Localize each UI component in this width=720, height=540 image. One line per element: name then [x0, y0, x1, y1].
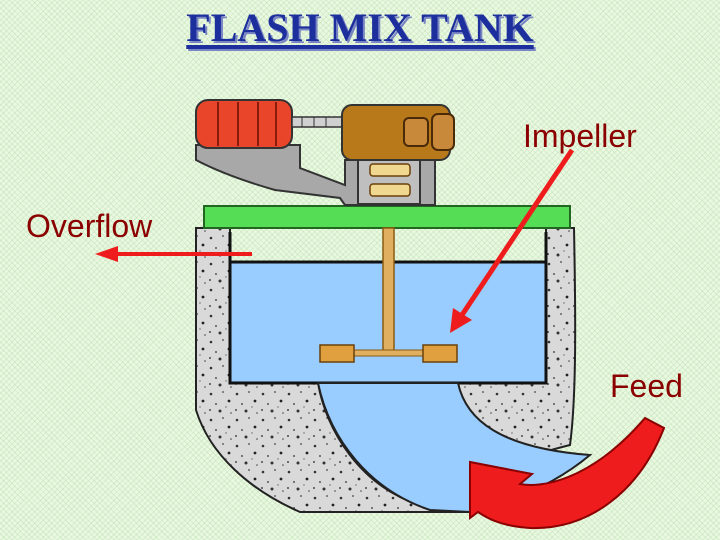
impeller-hub-bar: [351, 349, 425, 357]
impeller-label: Impeller: [523, 118, 637, 154]
feed-label: Feed: [610, 368, 683, 404]
drive-coupling: [291, 116, 343, 128]
overflow-arrowhead: [95, 246, 118, 262]
coupling-slot-top: [369, 163, 411, 177]
gearbox-window-2: [431, 113, 455, 151]
gearbox-window-1: [403, 117, 429, 147]
page-title: FLASH MIX TANK: [186, 5, 534, 50]
impeller-arrow-shaft: [457, 148, 575, 320]
impeller-arrowhead: [450, 308, 472, 333]
impeller-blade-right: [422, 344, 458, 363]
electric-motor: [195, 99, 293, 149]
impeller-blade-left: [319, 344, 355, 363]
overflow-label: Overflow: [26, 208, 153, 244]
impeller-shaft: [382, 227, 395, 355]
tank-lid: [203, 205, 571, 229]
feed-arrow: [469, 416, 666, 530]
coupling-slot-bottom: [369, 183, 411, 197]
